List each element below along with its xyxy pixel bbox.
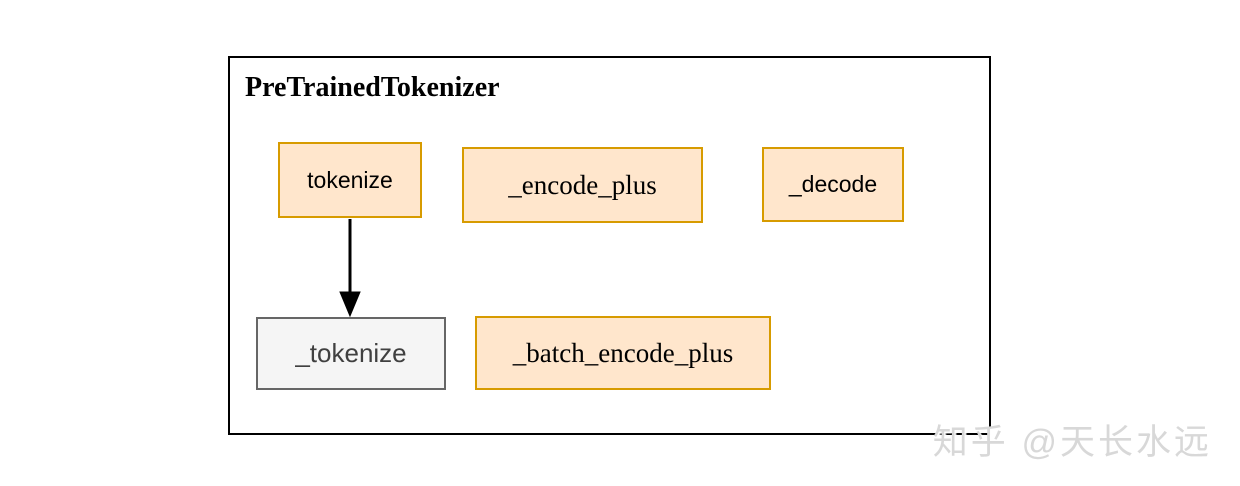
- node-tokenize-private: _tokenize: [256, 317, 446, 390]
- node-batch-encode-plus: _batch_encode_plus: [475, 316, 771, 390]
- node-decode: _decode: [762, 147, 904, 222]
- class-title: PreTrainedTokenizer: [245, 72, 500, 103]
- zhihu-watermark: 知乎 @天长水远: [932, 423, 1212, 462]
- node-encode-plus: _encode_plus: [462, 147, 703, 223]
- node-tokenize: tokenize: [278, 142, 422, 218]
